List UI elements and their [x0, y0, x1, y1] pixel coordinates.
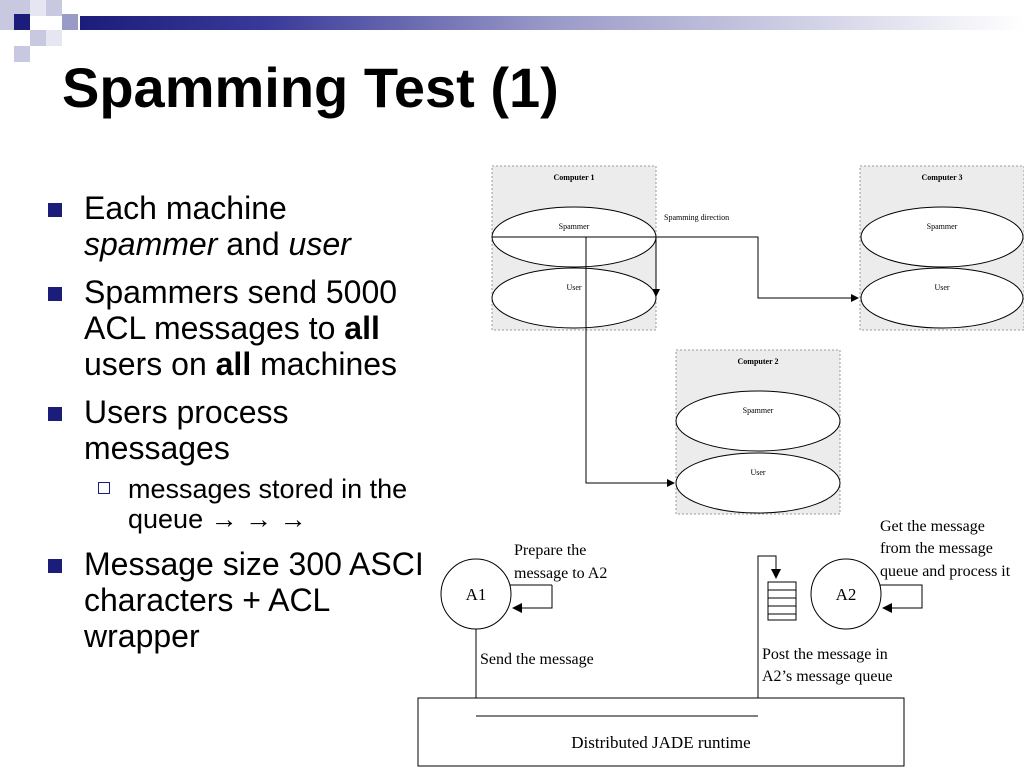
computer-2-user-node [675, 452, 841, 514]
computer-3-label: Computer 3 [922, 173, 963, 182]
bullet-square-icon [48, 407, 62, 421]
bullet-square-icon [48, 559, 62, 573]
computer-2-spammer-node [675, 390, 841, 452]
agent-a2-node [810, 558, 882, 630]
get-label-line-1: Get the message [880, 518, 985, 535]
hollow-square-icon [98, 482, 110, 494]
jade-message-diagram: A1 Prepare the message to A2 Send the me… [417, 518, 1011, 767]
computer-3-user-node [860, 267, 1024, 329]
bullet-list: Each machine spammer and user Spammers s… [44, 190, 434, 666]
computer-1-box: Computer 1 Spammer User [491, 165, 657, 331]
bullet-square-icon [48, 203, 62, 217]
post-label-line-1: Post the message in [762, 646, 888, 663]
computer-1-user-label: User [566, 283, 581, 292]
bullet-square-icon [48, 287, 62, 301]
computer-1-spammer-label: Spammer [559, 222, 590, 231]
prepare-label-line-1: Prepare the [514, 542, 586, 559]
bullet-item: Spammers send 5000 ACL messages to all u… [44, 274, 434, 382]
computer-3-user-label: User [934, 283, 949, 292]
prepare-loop-arrow [512, 585, 553, 613]
process-loop-arrow [880, 584, 923, 613]
get-label-line-3: queue and process it [880, 563, 1011, 580]
bullet-item: Users process messages messages stored i… [44, 394, 434, 534]
sub-bullet-list: messages stored in the queue → → → [84, 474, 434, 534]
post-label-line-2: A2’s message queue [762, 668, 893, 685]
send-label: Send the message [480, 651, 594, 668]
computer-1-label: Computer 1 [554, 173, 595, 182]
title-band [80, 16, 1024, 30]
sub-bullet-item: messages stored in the queue → → → [84, 474, 434, 534]
computer-3-spammer-node [860, 206, 1024, 268]
bullet-item: Message size 300 ASCI characters + ACL w… [44, 546, 434, 654]
computer-2-spammer-label: Spammer [743, 406, 774, 415]
arrow-to-computer-3-user [656, 236, 859, 302]
jade-runtime-box [417, 697, 905, 767]
get-label-line-2: from the message [880, 540, 993, 557]
computer-3-spammer-label: Spammer [927, 222, 958, 231]
jade-runtime-label: Distributed JADE runtime [571, 733, 750, 752]
agent-a1-label: A1 [466, 585, 487, 604]
agent-a2-label: A2 [836, 585, 857, 604]
computer-2-user-label: User [750, 468, 765, 477]
slide-title: Spamming Test (1) [62, 56, 559, 119]
computer-3-box: Computer 3 Spammer User [859, 165, 1024, 331]
spamming-direction-label: Spamming direction [664, 213, 729, 222]
computer-1-user-node [491, 267, 657, 329]
message-queue-icon [767, 581, 797, 621]
arrow-to-computer-2-user [574, 236, 675, 487]
computer-2-label: Computer 2 [738, 357, 779, 366]
computer-2-box: Computer 2 Spammer User [675, 349, 841, 515]
prepare-label-line-2: message to A2 [514, 565, 607, 582]
bullet-item: Each machine spammer and user [44, 190, 434, 262]
